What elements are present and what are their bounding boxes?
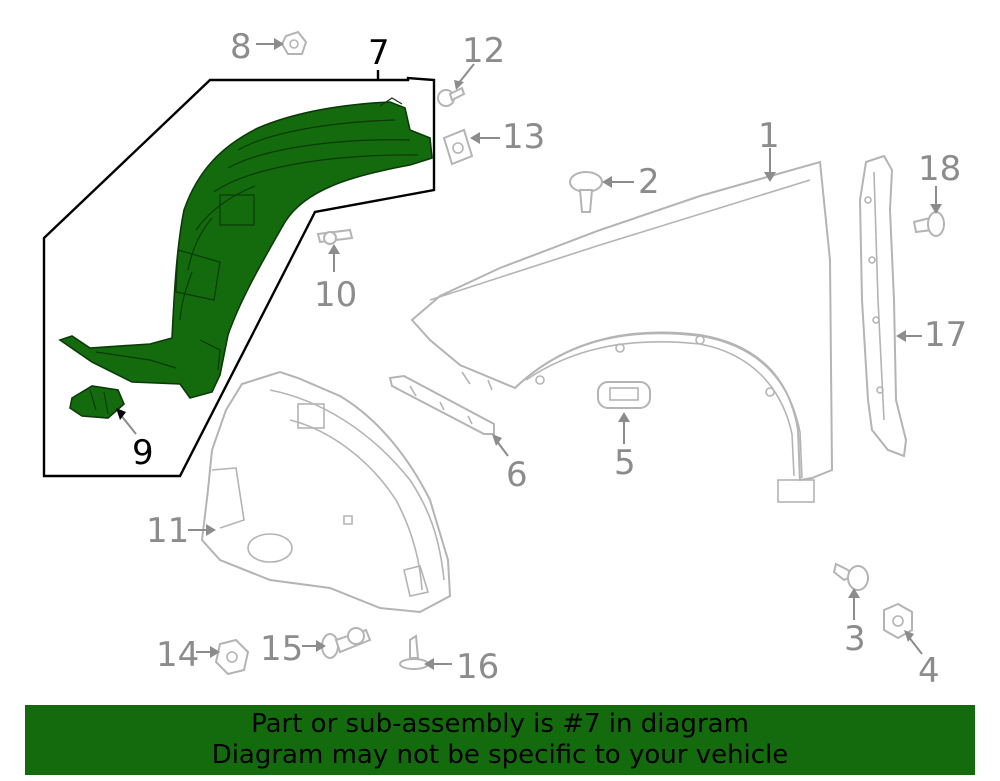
callout-13: 13 bbox=[502, 117, 545, 157]
leader-9 bbox=[119, 413, 137, 435]
pin-part-18[interactable] bbox=[912, 211, 945, 237]
callout-8: 8 bbox=[230, 27, 252, 67]
callout-2: 2 bbox=[638, 162, 660, 202]
clip-part-15[interactable] bbox=[321, 627, 372, 659]
banner-line-2: Diagram may not be specific to your vehi… bbox=[211, 740, 789, 770]
arrow-9 bbox=[116, 408, 126, 420]
clip-part-9[interactable] bbox=[69, 385, 125, 419]
inner-liner-part-11[interactable] bbox=[200, 370, 452, 614]
nut-part-4[interactable] bbox=[883, 602, 913, 640]
callout-15: 15 bbox=[260, 629, 303, 669]
callout-3: 3 bbox=[844, 619, 866, 659]
push-pin-part-16[interactable] bbox=[399, 634, 429, 670]
notice-banner: Part or sub-assembly is #7 in diagram Di… bbox=[25, 705, 975, 775]
callout-10: 10 bbox=[314, 275, 357, 315]
callout-1: 1 bbox=[758, 116, 780, 156]
callout-14: 14 bbox=[156, 635, 199, 675]
banner-line-1: Part or sub-assembly is #7 in diagram bbox=[251, 709, 749, 739]
part-7-frame bbox=[42, 76, 436, 478]
bolt-part-2[interactable] bbox=[569, 171, 603, 213]
nut-part-8[interactable] bbox=[280, 30, 308, 55]
parts-diagram: 1 2 3 4 5 6 7 8 9 10 11 12 13 14 15 16 1… bbox=[42, 27, 967, 691]
bolt-part-10[interactable] bbox=[316, 228, 354, 245]
callout-5: 5 bbox=[614, 443, 636, 483]
callout-7: 7 bbox=[368, 33, 390, 73]
callout-4: 4 bbox=[918, 651, 940, 691]
clip-part-13[interactable] bbox=[442, 128, 474, 166]
seal-part-6[interactable] bbox=[388, 374, 495, 435]
callout-18: 18 bbox=[918, 149, 961, 189]
fender-liner-highlight[interactable] bbox=[58, 97, 433, 399]
screw-part-12[interactable] bbox=[437, 86, 466, 107]
bolt-part-3[interactable] bbox=[832, 562, 869, 591]
callout-12: 12 bbox=[462, 31, 505, 71]
callout-6: 6 bbox=[506, 455, 528, 495]
grommet-part-5[interactable] bbox=[597, 381, 651, 409]
fender-part-1[interactable] bbox=[410, 160, 834, 503]
leader-4 bbox=[907, 635, 923, 655]
callout-9: 9 bbox=[132, 433, 154, 473]
leader-12 bbox=[457, 63, 475, 85]
nut-part-14[interactable] bbox=[214, 638, 250, 676]
bracket-part-17[interactable] bbox=[858, 154, 908, 458]
callout-17: 17 bbox=[924, 315, 967, 355]
callout-11: 11 bbox=[146, 511, 189, 551]
callout-16: 16 bbox=[456, 647, 499, 687]
